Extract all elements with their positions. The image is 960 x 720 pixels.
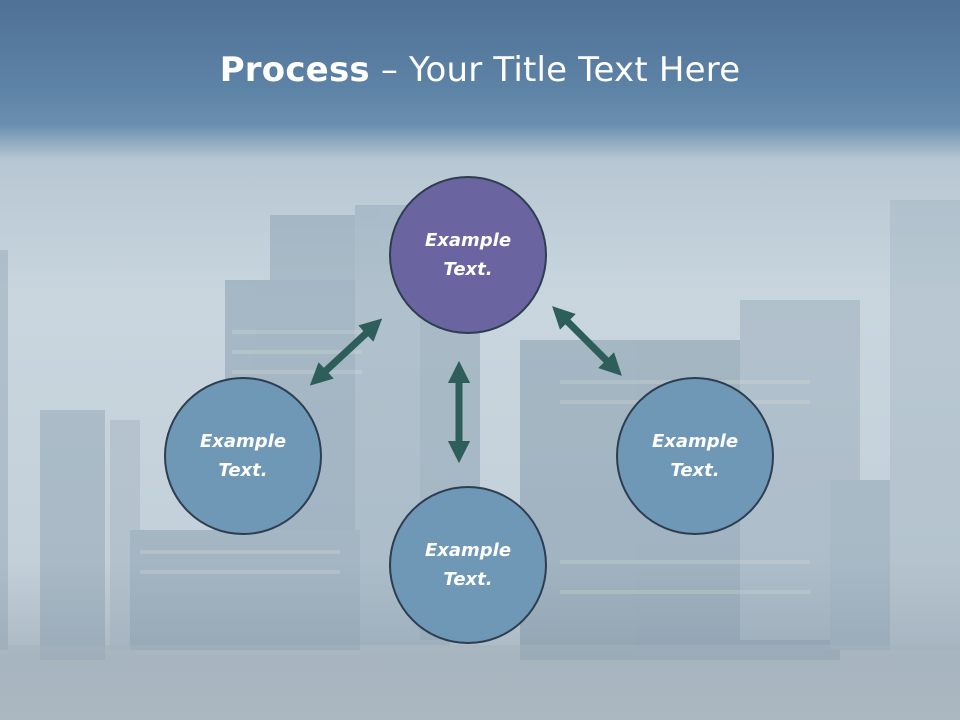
node-label-line1: Example [199, 431, 287, 452]
title-rest: – Your Title Text Here [369, 50, 741, 90]
slide-title: Process – Your Title Text Here [0, 50, 960, 90]
node-label-line1: Example [424, 230, 512, 251]
node-label-line1: Example [424, 540, 512, 561]
node-label-line2: Text. [443, 259, 493, 280]
node-label-line1: Example [651, 431, 739, 452]
node-label-line2: Text. [670, 460, 720, 481]
arrow-top-left [309, 318, 383, 386]
node-label-line2: Text. [443, 569, 493, 590]
title-bold: Process [219, 50, 370, 90]
node-label-line2: Text. [218, 460, 268, 481]
arrow-top-right [552, 306, 622, 376]
